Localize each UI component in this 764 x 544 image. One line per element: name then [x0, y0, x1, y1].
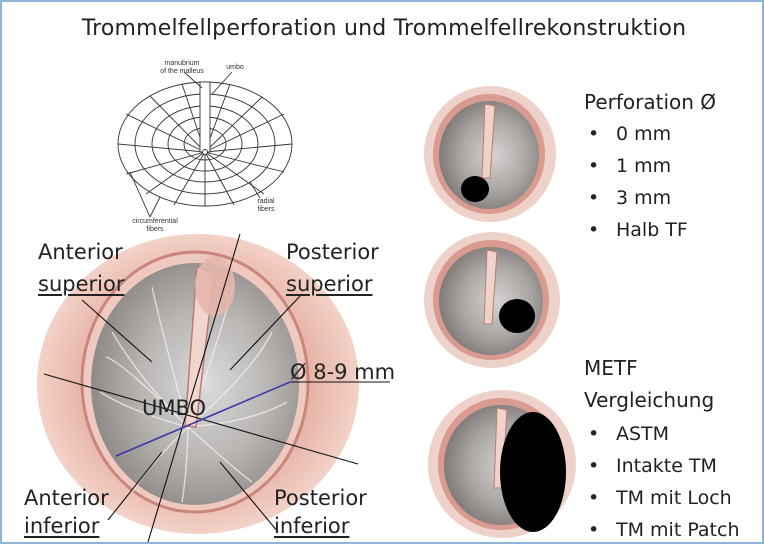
list-item: TM mit Loch — [586, 482, 740, 514]
list-item: 0 mm — [586, 118, 688, 150]
label-anterior-inferior-1: Anterior — [24, 486, 109, 510]
perforation-list: 0 mm 1 mm 3 mm Halb TF — [586, 118, 688, 246]
label-radial-fibers: radial fibers — [246, 198, 286, 214]
small-eardrum-2 — [424, 232, 560, 368]
label-umbo-small: umbo — [220, 64, 250, 72]
list-item: ASTM — [586, 418, 740, 450]
metf-heading-2: Vergleichung — [584, 388, 714, 412]
label-diameter: Ø 8-9 mm — [290, 360, 395, 384]
label-anterior-superior-2: superior — [38, 272, 124, 296]
metf-heading-1: METF — [584, 356, 638, 380]
label-posterior-inferior-2: inferior — [274, 514, 349, 538]
label-manubrium: manubrium of the malleus — [142, 60, 222, 76]
perforation-heading: Perforation Ø — [584, 90, 716, 114]
perforation-half — [500, 412, 566, 532]
metf-list: ASTM Intakte TM TM mit Loch TM mit Patch — [586, 418, 740, 544]
perforation-medium — [499, 299, 535, 333]
small-eardrum-1 — [424, 86, 556, 222]
label-umbo: UMBO — [142, 396, 206, 420]
list-item: Halb TF — [586, 214, 688, 246]
list-item: 3 mm — [586, 182, 688, 214]
manubrium — [200, 82, 210, 152]
small-eardrum-3 — [428, 390, 576, 538]
label-circumferential-fibers: circumferential fibers — [120, 218, 190, 234]
label-anterior-superior-1: Anterior — [38, 240, 123, 264]
label-posterior-inferior-1: Posterior — [274, 486, 367, 510]
label-posterior-superior-2: superior — [286, 272, 372, 296]
fiber-schematic — [118, 72, 292, 217]
label-anterior-inferior-2: inferior — [24, 514, 99, 538]
list-item: TM mit Patch — [586, 514, 740, 544]
perforation-3mm — [461, 176, 489, 202]
list-item: 1 mm — [586, 150, 688, 182]
list-item: Intakte TM — [586, 450, 740, 482]
label-posterior-superior-1: Posterior — [286, 240, 379, 264]
